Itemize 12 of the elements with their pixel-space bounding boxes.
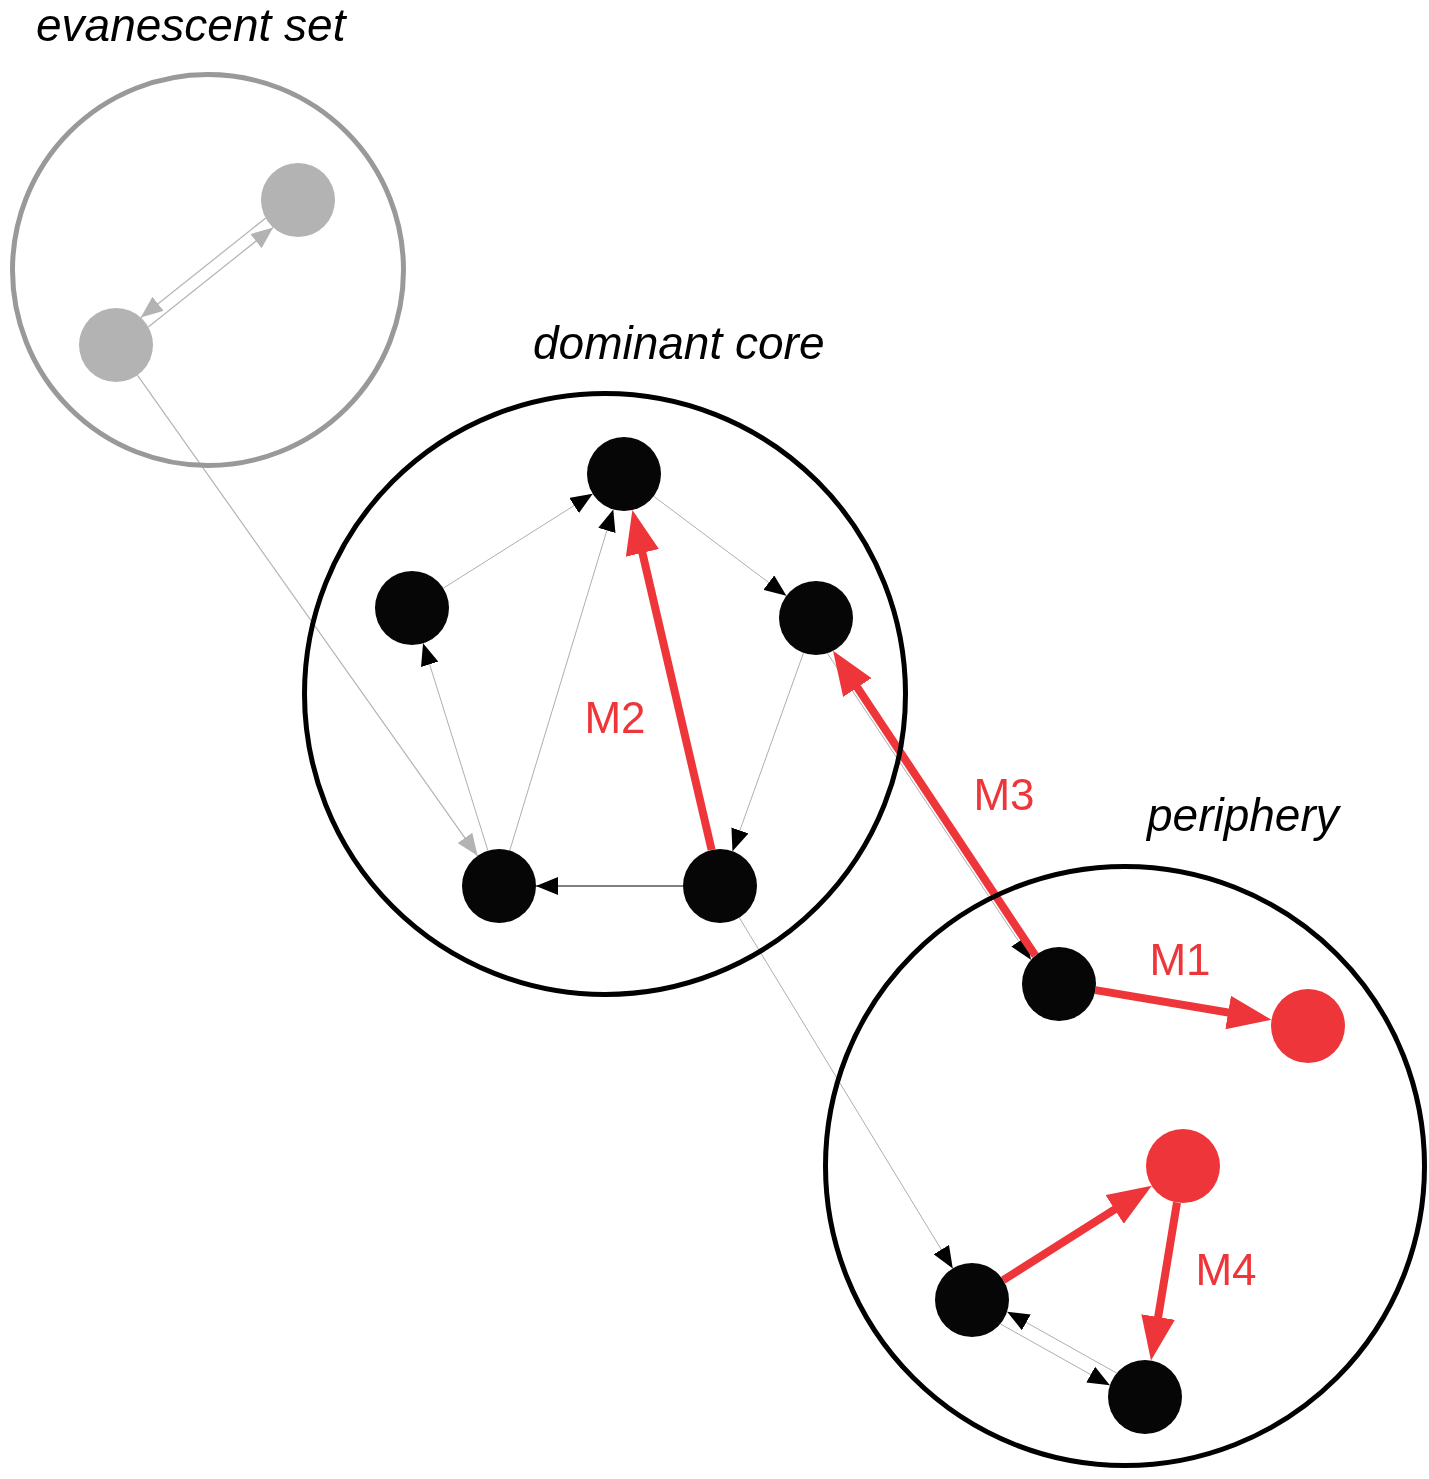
- arrow: [1141, 1201, 1181, 1361]
- arrow: [1094, 986, 1272, 1030]
- cluster-heading: dominant core: [533, 318, 825, 368]
- node-circle: [79, 308, 153, 382]
- arrow: [140, 217, 267, 319]
- arrow: [147, 226, 274, 328]
- cluster-heading: periphery: [1147, 790, 1339, 840]
- arrow: [1001, 1185, 1152, 1284]
- cluster-heading: evanescent set: [36, 0, 346, 50]
- arrow: [535, 877, 684, 895]
- arrow: [136, 374, 479, 857]
- arrow: [625, 510, 716, 851]
